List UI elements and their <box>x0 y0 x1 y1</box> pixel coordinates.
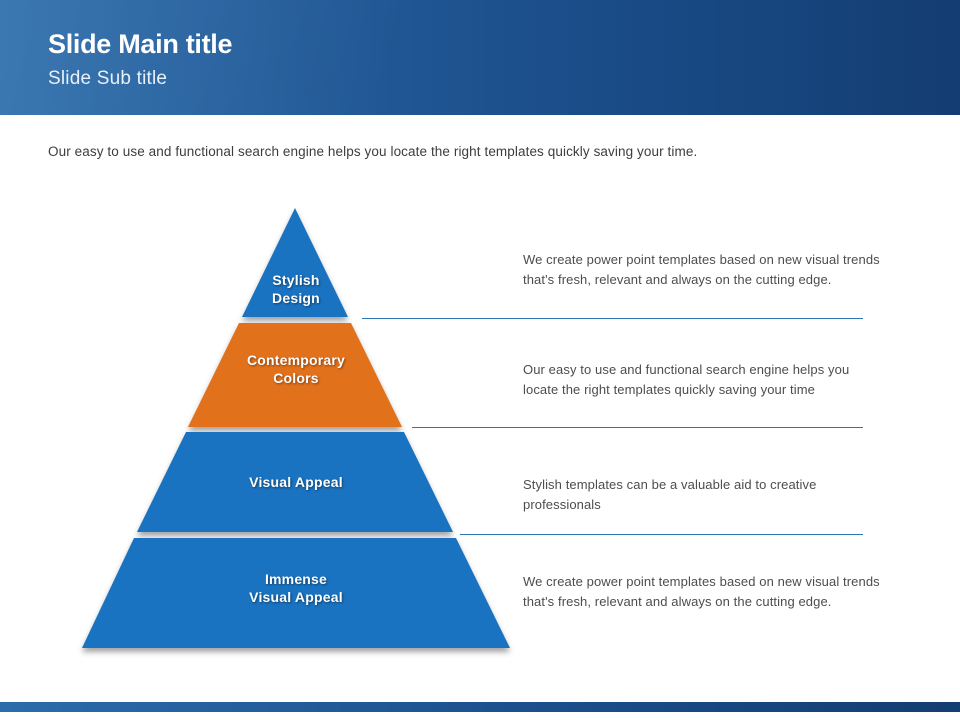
pyramid-tier-3-shape <box>137 432 453 532</box>
slide-sub-title: Slide Sub title <box>48 68 168 89</box>
pyramid-tier-3-wrapper <box>82 432 510 532</box>
tier-2-description: Our easy to use and functional search en… <box>523 362 850 397</box>
pyramid-diagram: Stylish Design Contemporary Colors Visua… <box>82 208 510 648</box>
slide-main-title: Slide Main title <box>48 29 233 59</box>
pyramid-tier-4-shape <box>82 538 510 648</box>
header-text-group: Slide Main title Slide Sub title <box>48 29 233 89</box>
tier-1-description: We create power point templates based on… <box>523 252 880 287</box>
slide-footer-accent-bar <box>0 702 960 712</box>
pyramid-tier-1-label: Stylish Design <box>272 272 320 306</box>
tier-4-description: We create power point templates based on… <box>523 574 880 609</box>
pyramid-tier-3-label: Visual Appeal <box>249 474 343 490</box>
intro-text: Our easy to use and functional search en… <box>48 143 698 159</box>
slide-header-banner: Slide Main title Slide Sub title <box>0 0 960 115</box>
pyramid-tier-4-label: Immense Visual Appeal <box>249 571 343 605</box>
pyramid-tier-1-wrapper <box>82 208 510 317</box>
tier-1-separator-line <box>362 318 863 319</box>
pyramid-tier-2-wrapper <box>82 323 510 427</box>
pyramid-tier-2-label: Contemporary Colors <box>246 352 346 386</box>
tier-3-separator-line <box>460 534 863 535</box>
tier-3-description: Stylish templates can be a valuable aid … <box>523 477 817 512</box>
tier-2-separator-line <box>412 427 863 428</box>
pyramid-tier-4-wrapper <box>82 538 510 648</box>
